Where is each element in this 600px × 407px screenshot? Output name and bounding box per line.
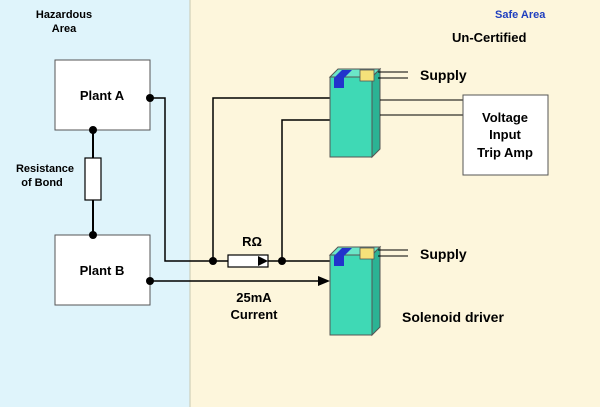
upper-module-yellow-tab bbox=[359, 69, 375, 82]
lower-module-side bbox=[371, 245, 381, 337]
upper-module-feed-left bbox=[212, 97, 330, 261]
upper-module-feed-right bbox=[281, 119, 330, 261]
plant-b-label: Plant B bbox=[80, 263, 125, 278]
hazardous-area-label-line1: Hazardous bbox=[36, 9, 92, 21]
bond-label-line1: Resistance bbox=[16, 163, 74, 175]
trip-amp-line1: Voltage bbox=[482, 110, 528, 125]
lower-module-blue-tab bbox=[334, 248, 352, 256]
upper-supply-label: Supply bbox=[420, 67, 467, 83]
lower-module-body bbox=[329, 254, 373, 336]
plant-a-label: Plant A bbox=[80, 88, 125, 103]
lower-module-yellow-tab bbox=[359, 247, 375, 260]
bond-node-top bbox=[89, 126, 97, 134]
lower-supply-label: Supply bbox=[420, 246, 467, 262]
solenoid-driver-label: Solenoid driver bbox=[402, 309, 504, 325]
current-arrowhead bbox=[318, 276, 330, 286]
safe-area-zone bbox=[190, 0, 600, 407]
bond-node-bottom bbox=[89, 231, 97, 239]
trip-amp-box bbox=[462, 94, 549, 176]
sense-resistor-arrow bbox=[258, 256, 268, 266]
plant-b-box bbox=[54, 234, 151, 306]
upper-module-side bbox=[371, 67, 381, 159]
junction-right bbox=[278, 257, 286, 265]
bond-label-line2: of Bond bbox=[21, 177, 63, 189]
trip-amp-line2: Input bbox=[489, 127, 521, 142]
junction-left bbox=[209, 257, 217, 265]
upper-module-body bbox=[329, 76, 373, 158]
trip-amp-line3: Trip Amp bbox=[477, 145, 533, 160]
current-label-line1: 25mA bbox=[236, 290, 272, 305]
uncertified-label: Un-Certified bbox=[452, 30, 526, 45]
hazardous-area-label-line2: Area bbox=[52, 23, 77, 35]
plant-a-box bbox=[54, 59, 151, 131]
bond-resistor bbox=[84, 157, 102, 201]
lower-module-blue-face bbox=[334, 256, 344, 266]
upper-module-blue-face bbox=[334, 78, 344, 88]
upper-module-blue-tab bbox=[334, 70, 352, 78]
sense-resistor-label: RΩ bbox=[242, 234, 262, 249]
safe-area-label: Safe Area bbox=[495, 9, 546, 21]
current-label-line2: Current bbox=[231, 307, 279, 322]
